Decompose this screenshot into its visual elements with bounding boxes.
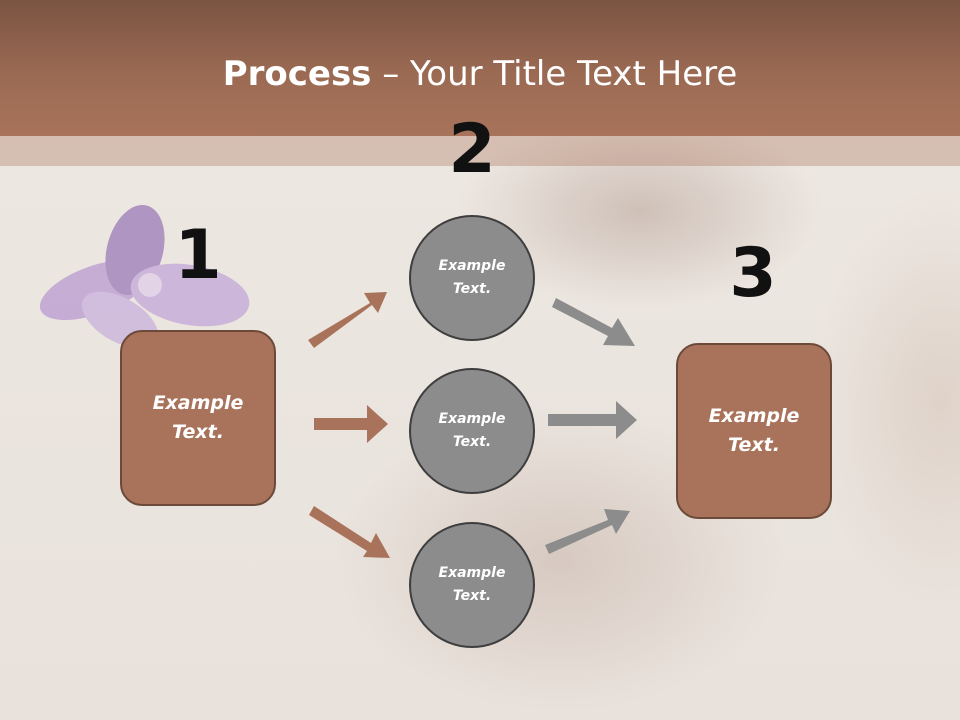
step-number-2: 2 — [448, 110, 496, 189]
arrow-left-mid — [314, 405, 388, 443]
step-3-text: Example Text. — [708, 405, 800, 456]
arrow-right-down — [552, 298, 635, 346]
title-bar — [0, 0, 960, 136]
page-title: Process – Your Title Text Here — [0, 52, 960, 96]
step-number-3: 3 — [729, 234, 777, 313]
arrow-right-up — [545, 509, 630, 554]
step-2-circle-bottom[interactable]: Example Text. — [409, 522, 535, 648]
title-strong: Process — [222, 54, 372, 94]
arrow-left-up — [308, 292, 387, 348]
step-1-text: Example Text. — [152, 392, 244, 443]
step-number-1: 1 — [174, 216, 222, 295]
step-1-box[interactable]: Example Text. — [120, 330, 276, 506]
title-rest: – Your Title Text Here — [371, 54, 738, 94]
arrow-right-mid — [548, 401, 637, 439]
title-band — [0, 136, 960, 166]
step-2-circle-top[interactable]: Example Text. — [409, 215, 535, 341]
arrow-left-down — [309, 506, 390, 558]
step-3-box[interactable]: Example Text. — [676, 343, 832, 519]
step-2-circle-middle[interactable]: Example Text. — [409, 368, 535, 494]
circle-top-text: Example Text. — [438, 258, 506, 297]
circle-middle-text: Example Text. — [438, 411, 506, 450]
circle-bottom-text: Example Text. — [438, 565, 506, 604]
